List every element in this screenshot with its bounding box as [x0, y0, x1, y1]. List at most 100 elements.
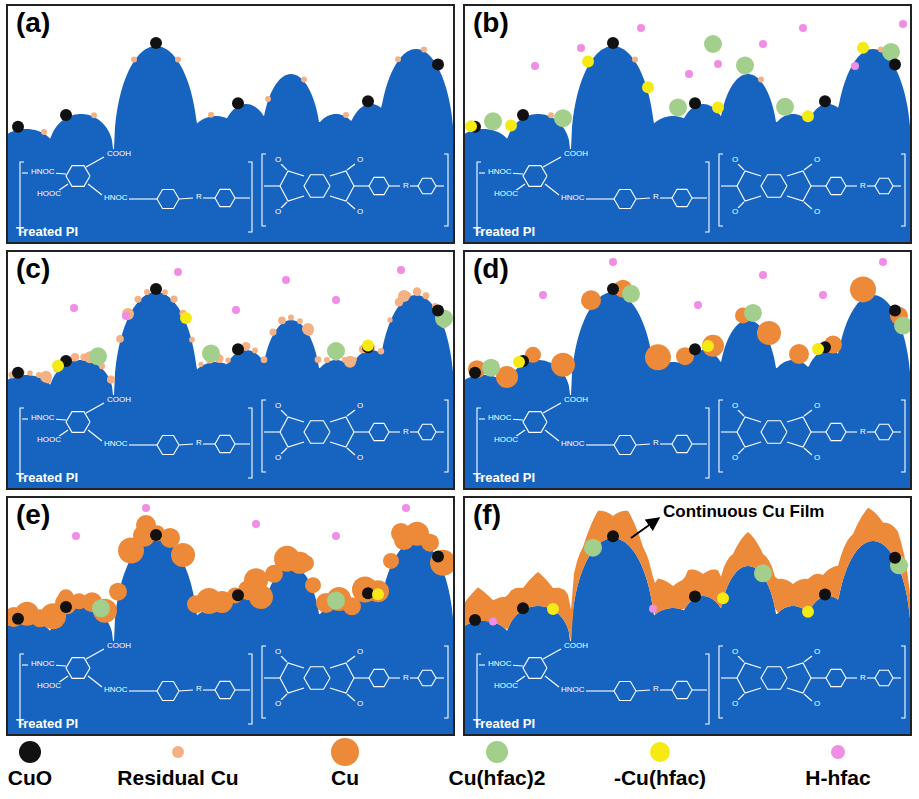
chemical-group: O	[813, 700, 821, 708]
particle	[649, 605, 657, 613]
particle	[327, 592, 345, 610]
particle	[397, 266, 405, 274]
particle	[244, 568, 268, 592]
chemical-group: R	[859, 428, 867, 436]
annotation: Continuous Cu Film	[663, 502, 824, 522]
chemical-group: O	[274, 156, 282, 164]
particle	[851, 62, 859, 70]
leader-arrow	[631, 518, 659, 538]
particle	[759, 40, 767, 48]
particle	[554, 109, 572, 127]
particle	[170, 295, 177, 302]
panel-illustration	[6, 37, 455, 244]
panel-box: (d)Treated PI	[463, 250, 912, 490]
chemical-group: O	[731, 156, 739, 164]
particle	[269, 329, 276, 336]
polyimide-substrate	[8, 46, 453, 242]
particle	[645, 344, 671, 370]
chemical-group: O	[356, 208, 364, 216]
particle	[391, 523, 411, 543]
chemical-group: HNOC	[487, 414, 513, 422]
particle	[819, 589, 831, 601]
legend-swatch	[650, 742, 670, 762]
chemical-group: HNOC	[30, 660, 56, 668]
panel-illustration	[463, 508, 912, 736]
particle	[850, 276, 876, 302]
chemical-group: HOOC	[493, 190, 519, 198]
particle	[421, 534, 439, 552]
particle	[327, 342, 345, 360]
particle	[551, 353, 575, 377]
panel-box: (e)Treated PI	[6, 496, 455, 736]
particle	[12, 121, 24, 133]
particle	[744, 304, 762, 322]
chemical-group: COOH	[106, 396, 132, 404]
particle	[122, 308, 134, 320]
chemical-group: O	[356, 454, 364, 462]
particle	[298, 555, 314, 571]
legend-swatch	[486, 741, 508, 763]
legend-swatch	[831, 745, 845, 759]
chemical-structure	[20, 400, 448, 478]
particle	[232, 589, 244, 601]
particle	[232, 306, 240, 314]
particle	[758, 77, 764, 83]
chemical-group: HOOC	[36, 190, 62, 198]
particle	[694, 301, 702, 309]
chemical-group: O	[813, 648, 821, 656]
particle	[278, 317, 286, 325]
chemical-group: HNOC	[560, 686, 586, 694]
particle	[232, 343, 244, 355]
particle	[517, 109, 529, 121]
particle	[582, 55, 594, 67]
substrate-label: Treated PI	[473, 471, 535, 485]
panel-box: (f)Treated PI	[463, 496, 912, 736]
chemical-group: COOH	[106, 642, 132, 650]
chemical-group: HNOC	[103, 440, 129, 448]
panel-box: (a)Treated PI	[6, 4, 455, 244]
particle	[423, 292, 430, 299]
particle	[581, 290, 601, 310]
chemical-group: O	[274, 454, 282, 462]
panel-illustration	[463, 20, 912, 244]
particle	[135, 296, 142, 303]
particle	[162, 289, 168, 295]
chemical-group: O	[731, 208, 739, 216]
particle	[198, 362, 203, 367]
particle	[89, 347, 107, 365]
polyimide-substrate	[8, 292, 453, 488]
particle	[332, 296, 340, 304]
particle	[712, 101, 724, 113]
panel-box: (b)Treated PI	[463, 4, 912, 244]
particle	[150, 37, 162, 49]
particle	[584, 539, 602, 557]
particle	[857, 42, 869, 54]
particle	[202, 344, 220, 362]
polyimide-substrate	[8, 538, 453, 734]
particle	[402, 504, 410, 512]
particle	[372, 588, 384, 600]
particle	[144, 289, 150, 295]
particle	[180, 312, 192, 324]
panel-box: (c)Treated PI	[6, 250, 455, 490]
particle	[469, 614, 481, 626]
substrate-label: Treated PI	[473, 717, 535, 731]
legend-text: -Cu(hfac)	[614, 766, 706, 790]
chemical-structure	[20, 154, 448, 232]
particle	[714, 60, 722, 68]
particle	[27, 370, 32, 375]
substrate-label: Treated PI	[16, 225, 78, 239]
polyimide-substrate	[465, 292, 910, 488]
particle	[282, 276, 290, 284]
particle	[819, 291, 827, 299]
legend-swatch	[19, 741, 41, 763]
particle	[482, 359, 500, 377]
particle	[288, 314, 294, 320]
particle	[398, 290, 410, 302]
particle	[607, 37, 619, 49]
particle	[899, 20, 907, 28]
particle	[109, 583, 127, 601]
particle	[607, 530, 619, 542]
chemical-group: COOH	[563, 396, 589, 404]
